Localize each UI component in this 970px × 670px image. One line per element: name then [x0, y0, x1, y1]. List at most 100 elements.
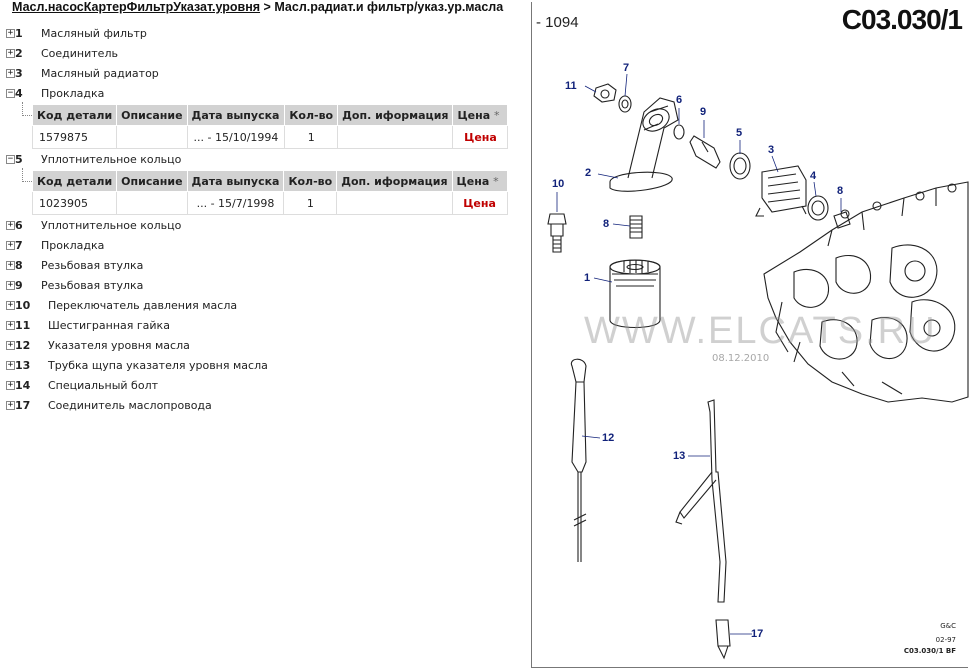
callout-3[interactable]: 3 [768, 144, 775, 156]
callout-11[interactable]: 11 [565, 80, 577, 92]
hex-nut-drawing [593, 83, 617, 103]
expand-icon[interactable]: + [6, 68, 15, 78]
callout-13[interactable]: 13 [673, 450, 686, 462]
callout-8-right[interactable]: 8 [837, 185, 844, 197]
callout-7[interactable]: 7 [623, 62, 630, 74]
node-label[interactable]: Соединитель маслопровода [48, 399, 212, 412]
part-qty: 1 [283, 191, 338, 215]
expand-icon[interactable]: + [6, 320, 15, 330]
part-date: ... - 15/7/1998 [186, 191, 285, 215]
node-label[interactable]: Шестигранная гайка [48, 319, 170, 332]
node-label[interactable]: Прокладка [41, 87, 105, 100]
callout-8-center[interactable]: 8 [603, 218, 610, 230]
watermark-text: WWW.ELCATS.RU [584, 310, 937, 352]
tree-node-12[interactable]: + 12 Указателя уровня масла [5, 336, 525, 356]
node-label[interactable]: Резьбовая втулка [41, 279, 144, 292]
watermark-date: 08.12.2010 [712, 353, 770, 364]
price-link[interactable]: Цена [452, 125, 509, 149]
col-price-header: Цена * [451, 170, 508, 192]
callout-4[interactable]: 4 [810, 170, 817, 182]
node-label[interactable]: Уплотнительное кольцо [41, 153, 182, 166]
callout-2[interactable]: 2 [585, 167, 592, 179]
expand-icon[interactable]: + [6, 240, 15, 250]
node-number: 17 [15, 399, 31, 412]
price-star: * [494, 108, 500, 122]
dipstick-drawing [570, 358, 587, 383]
seal-ring-drawing [673, 124, 685, 140]
node-number: 5 [15, 153, 23, 166]
tree-node-7[interactable]: + 7 Прокладка [5, 236, 525, 256]
dipstick-tube-drawing [707, 399, 727, 603]
part-code: 1023905 [31, 191, 118, 215]
part-description [116, 191, 188, 215]
callout-1[interactable]: 1 [584, 272, 591, 284]
expand-icon[interactable]: + [6, 400, 15, 410]
tree-connector [22, 168, 32, 182]
node-label[interactable]: Указателя уровня масла [48, 339, 190, 352]
node-label[interactable]: Уплотнительное кольцо [41, 219, 182, 232]
node-label[interactable]: Трубка щупа указателя уровня масла [48, 359, 268, 372]
tree-node-14[interactable]: + 14 Специальный болт [5, 376, 525, 396]
tree-node-2[interactable]: + 2 Соединитель [5, 44, 525, 64]
tree-node-1[interactable]: + 1 Масляный фильтр [5, 24, 525, 44]
callout-6[interactable]: 6 [676, 94, 683, 106]
tree-node-4[interactable]: − 4 Прокладка [5, 84, 525, 104]
expand-icon[interactable]: + [6, 300, 15, 310]
node-number: 10 [15, 299, 31, 312]
oil-cooler-drawing [761, 165, 807, 213]
callout-12[interactable]: 12 [602, 432, 615, 444]
breadcrumb-current: Масл.радиат.и фильтр/указ.ур.масла [274, 0, 504, 14]
part-info [336, 191, 453, 215]
node-label[interactable]: Масляный фильтр [41, 27, 147, 40]
expand-icon[interactable]: + [6, 48, 15, 58]
col-qty-header: Кол-во [284, 104, 339, 126]
part-code: 1579875 [31, 125, 118, 149]
tree-node-17[interactable]: + 17 Соединитель маслопровода [5, 396, 525, 416]
part-date: ... - 15/10/1994 [186, 125, 286, 149]
tree-node-3[interactable]: + 3 Масляный радиатор [5, 64, 525, 84]
expand-icon[interactable]: + [6, 28, 15, 38]
expand-icon[interactable]: + [6, 340, 15, 350]
node-number: 2 [15, 47, 23, 60]
seal-ring-5-drawing [729, 152, 751, 180]
pipe-connector-drawing [715, 619, 731, 647]
threaded-sleeve-drawing [629, 215, 643, 239]
price-header-label: Цена [456, 174, 490, 188]
parts-tree: + 1 Масляный фильтр + 2 Соединитель + 3 … [5, 24, 525, 416]
expand-icon[interactable]: + [6, 360, 15, 370]
collapse-icon[interactable]: − [6, 154, 15, 164]
expand-icon[interactable]: + [6, 260, 15, 270]
tree-node-8[interactable]: + 8 Резьбовая втулка [5, 256, 525, 276]
callout-5[interactable]: 5 [736, 127, 743, 139]
tree-node-10[interactable]: + 10 Переключатель давления масла [5, 296, 525, 316]
node-number: 12 [15, 339, 31, 352]
pressure-switch-drawing [547, 213, 567, 225]
node-label[interactable]: Переключатель давления масла [48, 299, 238, 312]
engine-block-drawing [763, 181, 969, 403]
breadcrumb: Масл.насосКартерФильтрУказат.уровня > Ма… [12, 0, 503, 14]
tree-node-13[interactable]: + 13 Трубка щупа указателя уровня масла [5, 356, 525, 376]
node-label[interactable]: Резьбовая втулка [41, 259, 144, 272]
expand-icon[interactable]: + [6, 280, 15, 290]
expand-icon[interactable]: + [6, 220, 15, 230]
callout-17[interactable]: 17 [751, 628, 764, 640]
col-qty-header: Кол-во [283, 170, 338, 192]
callout-9[interactable]: 9 [700, 106, 707, 118]
node-label[interactable]: Специальный болт [48, 379, 159, 392]
tree-node-5[interactable]: − 5 Уплотнительное кольцо [5, 150, 525, 170]
tree-node-9[interactable]: + 9 Резьбовая втулка [5, 276, 525, 296]
node-number: 4 [15, 87, 23, 100]
node-label[interactable]: Прокладка [41, 239, 105, 252]
node-label[interactable]: Соединитель [41, 47, 118, 60]
collapse-icon[interactable]: − [6, 88, 15, 98]
price-link[interactable]: Цена [451, 191, 508, 215]
parts-table: Код детали Описание Дата выпуска Кол-во … [31, 104, 509, 149]
expand-icon[interactable]: + [6, 380, 15, 390]
tree-node-11[interactable]: + 11 Шестигранная гайка [5, 316, 525, 336]
node-label[interactable]: Масляный радиатор [41, 67, 159, 80]
breadcrumb-parent-link[interactable]: Масл.насосКартерФильтрУказат.уровня [12, 0, 261, 14]
col-code-header: Код детали [31, 104, 118, 126]
tree-node-6[interactable]: + 6 Уплотнительное кольцо [5, 216, 525, 236]
footer-line-3: C03.030/1 BF [903, 647, 956, 655]
callout-10[interactable]: 10 [552, 178, 565, 190]
